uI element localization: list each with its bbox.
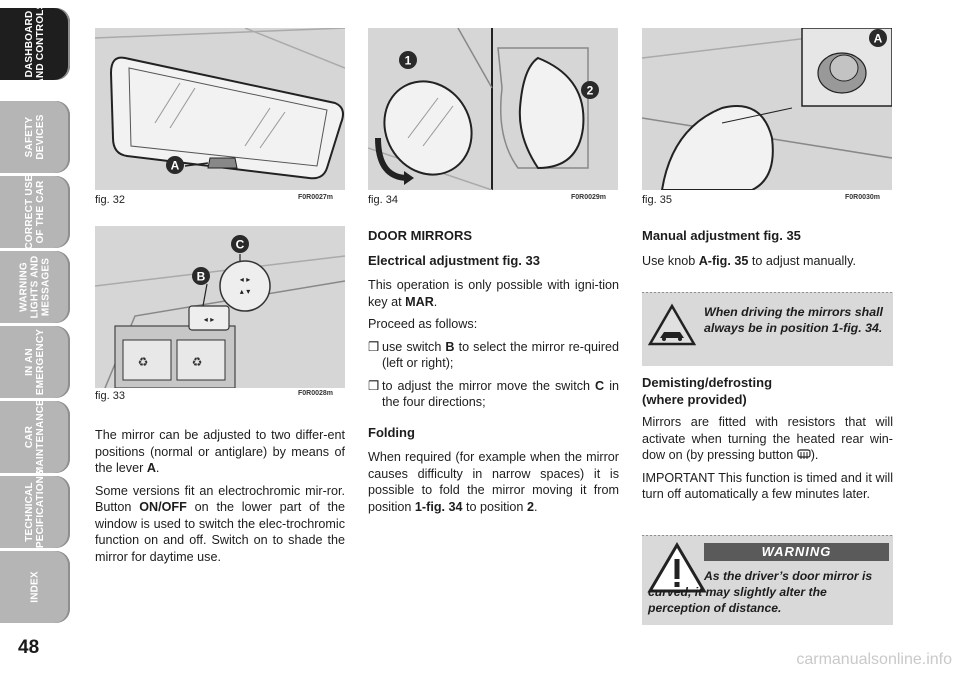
column-1-text: The mirror can be adjusted to two differ…	[95, 427, 345, 571]
figure-code: F0R0030m	[845, 194, 881, 201]
svg-text:◂ ▸: ◂ ▸	[204, 315, 215, 324]
callout-c: C	[236, 238, 245, 252]
warning-title: WARNING	[761, 544, 832, 559]
paragraph: When required (for example when the mirr…	[368, 450, 619, 514]
list-item: ❒use switch B to select the mirror re-qu…	[368, 339, 619, 371]
note-box: When driving the mirrors shall always be…	[642, 292, 893, 366]
figure-33-mirror-switch: ♻ ♻ ◂ ▸ ◂ ▸ ▴ ▾ B C	[95, 226, 345, 388]
note-text: When driving the mirrors shall always be…	[704, 305, 884, 335]
checkbox-bullet-icon: ❒	[368, 378, 380, 393]
figure-34-folding-mirror: 1 2	[368, 28, 618, 190]
note-car-icon	[642, 292, 893, 346]
paragraph: This operation is only possible with ign…	[368, 278, 619, 309]
svg-text:▴ ▾: ▴ ▾	[240, 287, 251, 296]
section-tabs: DASHBOARD AND CONTROLS SAFETY DEVICES CO…	[0, 0, 72, 677]
subheading: (where provided)	[642, 392, 747, 407]
warning-text: As the driver’s door mirror is curved, i…	[648, 569, 873, 615]
callout-a: A	[171, 159, 180, 173]
figure-label: fig. 34	[368, 194, 398, 206]
figure-code: F0R0029m	[571, 194, 607, 201]
svg-text:♻: ♻	[192, 355, 203, 369]
tab-technical-specifications[interactable]: TECHNICAL SPECIFICATIONS	[0, 469, 70, 555]
figure-35-manual-knob: A	[642, 28, 892, 190]
tab-index[interactable]: INDEX	[0, 551, 70, 623]
column-3-text-lower: Demisting/defrosting (where provided) Mi…	[642, 374, 893, 509]
page-number: 48	[18, 637, 40, 658]
svg-text:◂ ▸: ◂ ▸	[240, 275, 251, 284]
tab-car-maintenance[interactable]: CAR MAINTENANCE	[0, 399, 70, 475]
column-2-text: DOOR MIRRORS Electrical adjustment fig. …	[368, 228, 619, 521]
column-3-text: Manual adjustment fig. 35 Use knob A-fig…	[642, 228, 893, 275]
callout-a: A	[874, 32, 883, 46]
callout-b: B	[197, 270, 206, 284]
list-item: ❒to adjust the mirror move the switch C …	[368, 378, 619, 410]
tab-in-an-emergency[interactable]: IN AN EMERGENCY	[0, 326, 70, 398]
figure-code: F0R0027m	[298, 194, 334, 201]
subheading: Folding	[368, 424, 415, 440]
paragraph: Mirrors are fitted with resistors that w…	[642, 415, 893, 462]
subheading: Demisting/defrosting	[642, 375, 773, 390]
warning-box: WARNING As the driver’s door mirror is c…	[642, 535, 893, 625]
subheading: Electrical adjustment fig. 33	[368, 252, 540, 268]
warning-header-band: WARNING	[704, 543, 889, 561]
tab-dashboard-and-controls[interactable]: DASHBOARD AND CONTROLS	[0, 3, 70, 85]
checkbox-bullet-icon: ❒	[368, 339, 380, 354]
tab-safety-devices[interactable]: SAFETY DEVICES	[0, 101, 70, 173]
paragraph: IMPORTANT This function is timed and it …	[642, 470, 893, 502]
figure-label: fig. 32	[95, 194, 125, 206]
watermark: carmanualsonline.info	[796, 651, 952, 668]
figure-label: fig. 33	[95, 390, 125, 402]
figure-32-rear-view-mirror: A	[95, 28, 345, 190]
figure-label: fig. 35	[642, 194, 672, 206]
paragraph: Proceed as follows:	[368, 317, 478, 331]
tab-warning-lights[interactable]: WARNING LIGHTS AND MESSAGES	[0, 251, 70, 323]
callout-2: 2	[587, 84, 594, 98]
figure-code: F0R0028m	[298, 390, 334, 397]
paragraph: The mirror can be adjusted to two differ…	[95, 428, 345, 475]
tab-correct-use[interactable]: CORRECT USE OF THE CAR	[0, 175, 70, 249]
paragraph: Use knob A-fig. 35 to adjust manually.	[642, 253, 856, 268]
heated-rear-window-icon	[797, 449, 811, 459]
subheading: Manual adjustment fig. 35	[642, 228, 801, 243]
paragraph: Some versions fit an electrochromic mir-…	[95, 483, 345, 564]
svg-text:♻: ♻	[138, 355, 149, 369]
callout-1: 1	[405, 54, 412, 68]
section-heading: DOOR MIRRORS	[368, 228, 472, 243]
warning-triangle-icon	[642, 535, 893, 593]
